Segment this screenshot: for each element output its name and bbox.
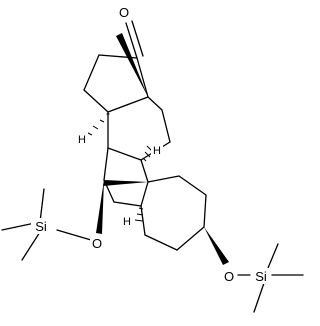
- atom-label-ketone-oxygen: O: [117, 4, 131, 21]
- tms-group-right: [237, 243, 304, 313]
- atom-label-silicon-left: Si: [31, 218, 51, 234]
- carbonyl-bond: [125, 20, 144, 59]
- ring-c: [107, 96, 171, 161]
- svg-text:Si: Si: [255, 269, 267, 284]
- svg-text:H: H: [153, 145, 161, 157]
- atom-label-stereo-h-c14: H: [76, 131, 88, 146]
- svg-text:O: O: [92, 236, 102, 251]
- svg-text:O: O: [119, 5, 129, 20]
- methyl-wedge-c10: [103, 180, 148, 186]
- svg-text:H: H: [123, 216, 131, 228]
- atom-label-stereo-h-c5: H: [121, 213, 133, 228]
- atom-label-stereo-h-c9: H: [151, 142, 163, 157]
- methyl-wedge-c13: [116, 33, 148, 97]
- hash-bond-h14: [85, 113, 110, 136]
- wedge-c7-oxygen: [96, 180, 104, 234]
- ring-b: [103, 147, 149, 207]
- molecule-structure: O H H H O Si O Si: [1, 4, 304, 313]
- wedge-c3-oxygen: [204, 227, 229, 265]
- hash-bond-h5: [134, 207, 144, 222]
- atom-label-ether-oxygen-7: O: [90, 235, 104, 251]
- atom-label-ether-oxygen-3: O: [222, 268, 236, 284]
- svg-text:H: H: [78, 134, 86, 146]
- tms-group-left: [1, 188, 92, 261]
- ring-a: [140, 175, 207, 251]
- svg-text:O: O: [224, 269, 234, 284]
- svg-text:Si: Si: [35, 219, 47, 234]
- ring-d: [83, 54, 149, 113]
- atom-label-silicon-right: Si: [251, 268, 271, 284]
